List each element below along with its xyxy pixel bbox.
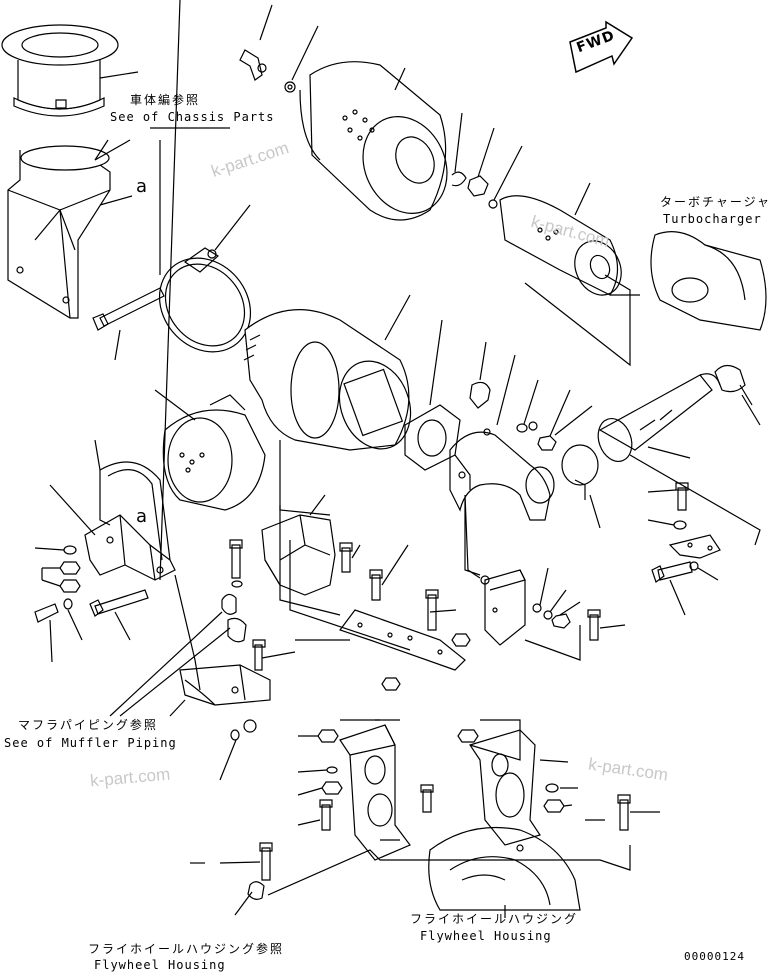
- base-plate-part: [295, 590, 470, 690]
- leader-line: [150, 128, 230, 275]
- elbow-fasteners-part: [517, 380, 600, 528]
- mount-bracket-right-part: [458, 720, 660, 845]
- long-bolt-part: [93, 288, 164, 360]
- flywheel-housing-ref-label-jp: フライホイールハウジング参照: [88, 942, 285, 956]
- leader-line: [280, 440, 330, 515]
- part-code-label: 00000124: [684, 950, 745, 963]
- center-bolts-part: [230, 540, 408, 600]
- leader-line: [290, 540, 410, 650]
- elbow-pipe-part: [450, 342, 554, 578]
- chassis-parts-label-jp: 車体編参照: [130, 93, 201, 107]
- stack-bracket-part: [8, 140, 132, 318]
- leader-line: [375, 720, 400, 840]
- muffler-piping-label-jp: マフラパイピング参照: [18, 718, 158, 732]
- marker-a-bottom: a: [136, 506, 148, 527]
- muffler-bracket-part: [180, 665, 270, 780]
- clip-nut-part: [452, 113, 522, 208]
- bottom-bolts-part: [190, 843, 630, 915]
- air-cleaner-body-part: [244, 295, 422, 459]
- chassis-parts-label: See of Chassis Parts: [110, 110, 275, 124]
- turbocharger-label: Turbocharger: [663, 212, 762, 226]
- marker-a-top: a: [136, 176, 148, 197]
- wing-bolt-part: [240, 5, 318, 92]
- mount-bracket-left-part: [298, 720, 433, 860]
- muffler-piping-label: See of Muffler Piping: [4, 736, 177, 750]
- center-bracket-part: [262, 495, 340, 615]
- band-clamp-part: [141, 205, 270, 370]
- muffler-clamp-part: [222, 594, 295, 670]
- exhaust-stack-part: [2, 25, 138, 116]
- air-filter-outer-part: [300, 62, 462, 228]
- turbocharger-label-jp: ターボチャージャ: [660, 195, 772, 209]
- intermediate-bracket-part: [465, 500, 625, 660]
- flywheel-housing-ref-label: Flywheel Housing: [94, 958, 226, 972]
- intake-hose-part: [592, 374, 720, 466]
- turbocharger-part: [651, 232, 766, 330]
- flywheel-housing-label-jp: フライホイールハウジング: [410, 912, 579, 926]
- dust-cap-part: [155, 390, 265, 510]
- fwd-arrow-icon: [566, 20, 636, 76]
- right-bracket-part: [630, 455, 760, 615]
- air-filter-inner-part: [500, 183, 630, 365]
- leader-line: [175, 575, 200, 690]
- flywheel-housing-label: Flywheel Housing: [420, 929, 552, 943]
- hose-clamp-part: [715, 365, 760, 425]
- left-nuts-part: [35, 546, 148, 662]
- support-strap-part: [95, 440, 170, 560]
- left-bracket-part: [50, 0, 180, 580]
